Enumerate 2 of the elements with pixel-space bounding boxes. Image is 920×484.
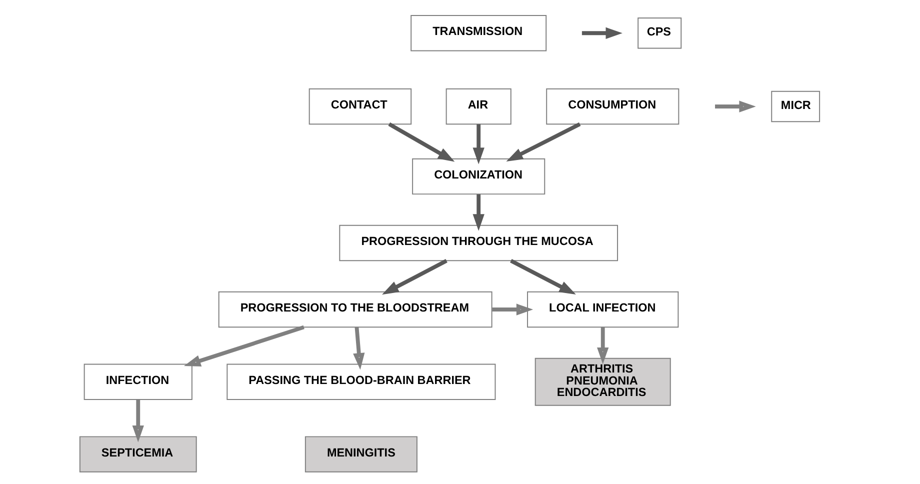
legend-label: CPS — [646, 26, 671, 39]
legend-label: MICR — [780, 99, 810, 112]
